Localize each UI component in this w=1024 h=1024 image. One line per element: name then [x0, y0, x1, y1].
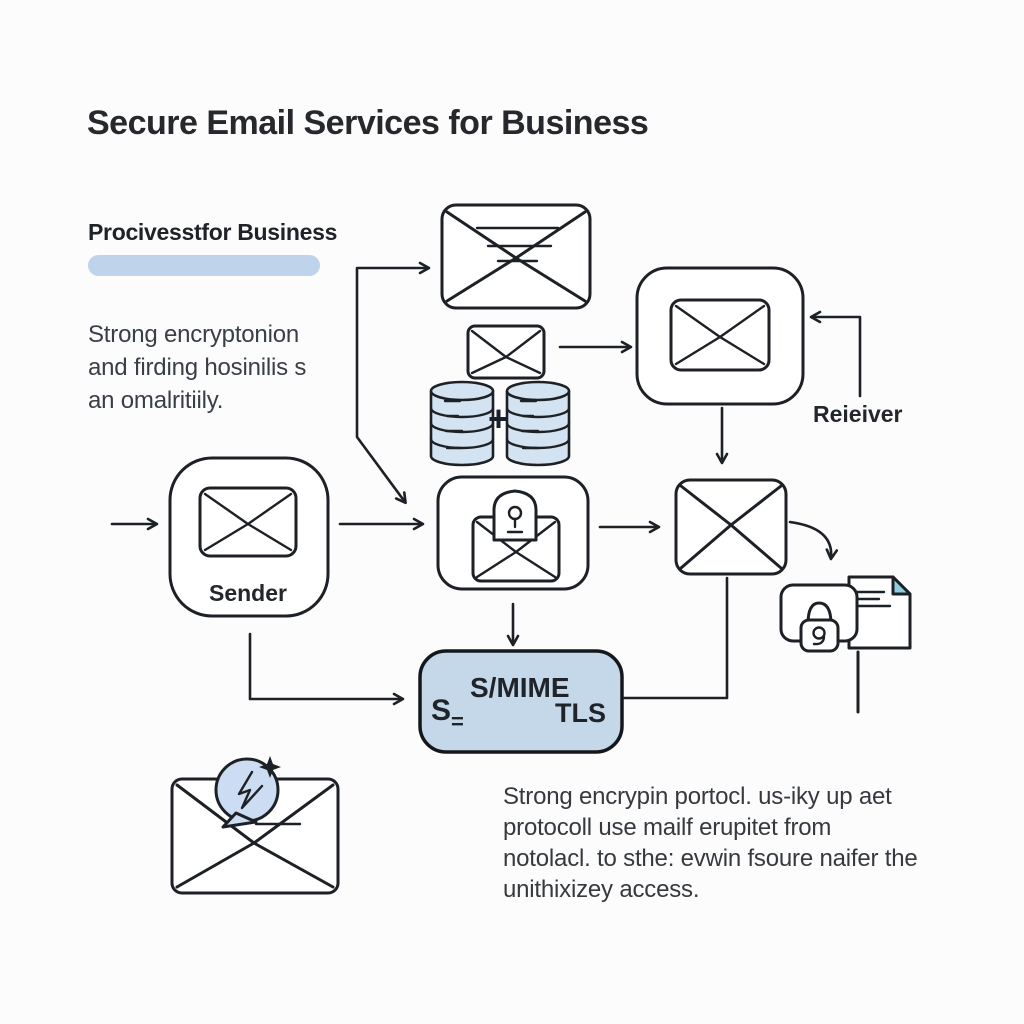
sender-label: Sender: [209, 580, 287, 606]
curved-arrow-to-document: [788, 520, 839, 561]
protocol-s-label: S=: [431, 694, 464, 734]
paragraph-line: protocoll use mailf erupitet from: [503, 814, 832, 841]
protocol-s-equals: =: [451, 709, 464, 734]
receiver-elbow-arrow: [809, 310, 862, 398]
envelope-elbow-to-protocol: [622, 576, 729, 700]
left-paragraph: Strong encryptonion and firding hosinili…: [88, 318, 306, 417]
receiver-envelope-icon: [669, 298, 771, 372]
database-icon-left: [429, 380, 495, 467]
database-icon-right: [505, 380, 571, 467]
big-envelope-icon: [440, 203, 592, 310]
protocol-s-letter: S: [431, 694, 452, 727]
lightning-icon: [237, 770, 264, 810]
subtitle-label: Procivesstfor Business: [88, 219, 338, 245]
protocol-box: [418, 649, 624, 754]
paragraph-line: notolacl. to sthe: evwin fsoure naifer t…: [503, 845, 918, 872]
paragraph-line: and firding hosinilis s: [88, 354, 307, 381]
receiver-label: Reieiver: [813, 401, 903, 427]
subtitle-underline-bar: [88, 255, 320, 276]
encrypted-envelope-icon: [674, 478, 788, 576]
protocol-smime-label: S/MIME: [470, 672, 570, 703]
page-title: Secure Email Services for Business: [87, 104, 649, 142]
paragraph-line: Strong encryptonion: [88, 321, 300, 348]
plus-sign: +: [488, 398, 510, 439]
elbow-arrow-top-left: [355, 261, 431, 505]
paragraph-line: an omalritiily.: [88, 387, 224, 414]
bottom-paragraph: Strong encrypin portocl. us-iky up aet p…: [503, 781, 918, 905]
sparkle-icon: [259, 756, 281, 778]
padlock-icon: [492, 489, 538, 542]
protocol-tls-label: TLS: [555, 698, 606, 728]
paragraph-line: unithixizey access.: [503, 876, 700, 903]
paragraph-line: Strong encrypin portocl. us-iky up aet: [503, 783, 892, 810]
small-padlock-icon: [799, 601, 840, 653]
sender-envelope-icon: [198, 486, 298, 558]
sender-elbow-to-protocol: [248, 632, 405, 706]
small-envelope-icon: [466, 324, 546, 380]
